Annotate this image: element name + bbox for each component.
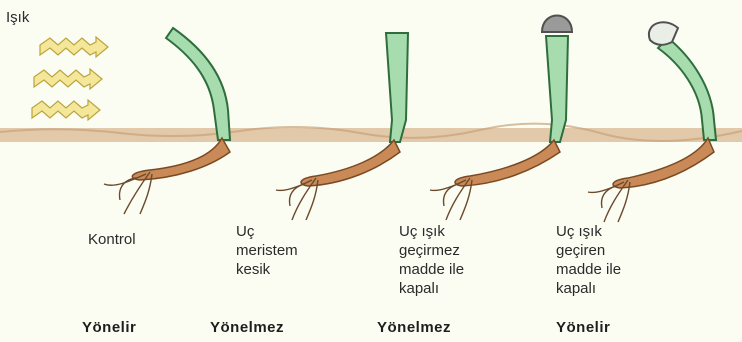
coleoptile-bent bbox=[166, 28, 230, 140]
caption-control: Kontrol bbox=[88, 230, 136, 249]
result-tip-cut: Yönelmez bbox=[210, 319, 284, 336]
roots bbox=[430, 178, 472, 220]
seed-base bbox=[455, 140, 560, 186]
caption-transparent-cap: Uç ışık geçiren madde ile kapalı bbox=[556, 222, 621, 298]
coleoptile-cut bbox=[386, 33, 408, 142]
light-arrow-1 bbox=[40, 37, 108, 57]
roots bbox=[588, 180, 630, 222]
plant-transparent-cap bbox=[588, 22, 716, 222]
roots bbox=[276, 178, 318, 220]
plant-opaque-cap bbox=[430, 16, 572, 221]
caption-tip-cut: Uç meristem kesik bbox=[236, 222, 298, 279]
coleoptile-straight bbox=[546, 36, 568, 142]
result-transparent-cap: Yönelir bbox=[556, 319, 610, 336]
plant-control bbox=[104, 28, 230, 214]
light-arrow-3 bbox=[32, 100, 100, 120]
light-arrow-2 bbox=[34, 69, 102, 89]
seed-base bbox=[132, 138, 230, 180]
opaque-cap bbox=[542, 16, 572, 33]
result-opaque-cap: Yönelmez bbox=[377, 319, 451, 336]
caption-opaque-cap: Uç ışık geçirmez madde ile kapalı bbox=[399, 222, 464, 298]
light-arrows bbox=[32, 37, 108, 120]
roots bbox=[104, 172, 152, 214]
coleoptile-bent bbox=[658, 38, 716, 140]
transparent-cap bbox=[649, 22, 678, 45]
light-label: Işık bbox=[6, 8, 29, 27]
result-control: Yönelir bbox=[82, 319, 136, 336]
